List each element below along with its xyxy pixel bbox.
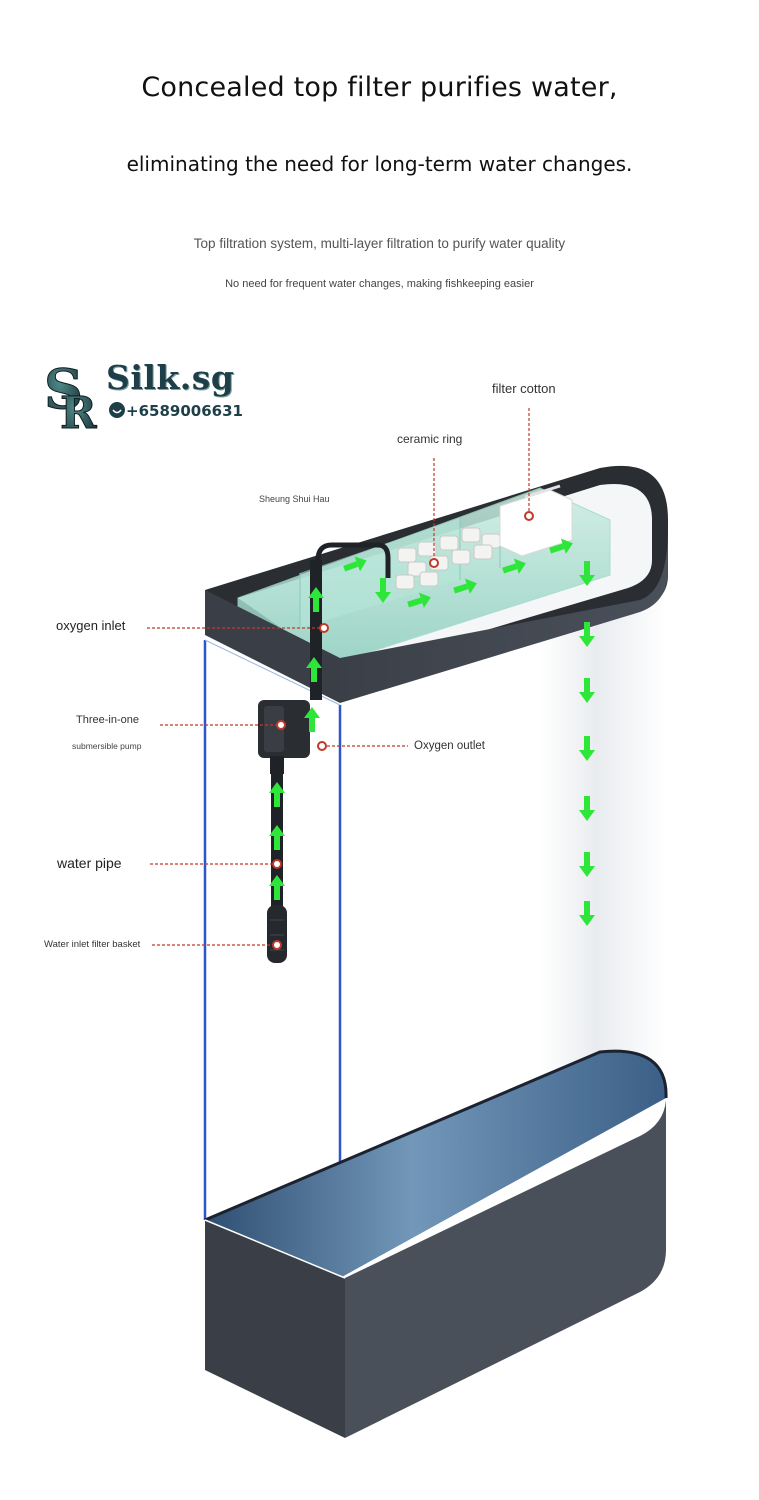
label-location: Sheung Shui Hau — [259, 494, 330, 504]
flow-arrow-right — [407, 592, 431, 608]
marker-ceramic-ring — [429, 558, 439, 568]
headline-title-line1: Concealed top filter purifies water, — [141, 72, 618, 103]
flow-arrow-down — [579, 736, 595, 761]
label-pump-line1: Three-in-one — [76, 714, 139, 726]
svg-text:S: S — [44, 357, 83, 421]
flow-arrow-up — [308, 587, 324, 612]
whatsapp-icon — [109, 402, 125, 418]
flow-arrow-down — [579, 622, 595, 647]
marker-oxygen-outlet — [317, 741, 327, 751]
marker-filter-basket — [272, 940, 282, 950]
headline-title-line2: eliminating the need for long-term water… — [126, 152, 633, 176]
flow-arrow-down — [579, 678, 595, 703]
flow-arrow-down — [579, 852, 595, 877]
flow-arrows — [269, 538, 595, 926]
flow-arrow-right — [502, 558, 526, 574]
base-water — [205, 1051, 667, 1278]
flow-arrow-down — [375, 578, 391, 603]
label-filter-cotton: filter cotton — [492, 381, 556, 396]
top-frame-front — [205, 590, 340, 703]
label-ceramic-ring: ceramic ring — [397, 432, 463, 446]
flow-arrow-up — [306, 657, 322, 682]
brand-name: Silk.sg — [106, 358, 235, 397]
flow-arrow-right — [343, 556, 367, 572]
flow-arrow-up — [269, 782, 285, 807]
flow-arrow-right — [549, 538, 573, 554]
brand-logo-icon: S R — [44, 357, 125, 440]
label-oxygen-outlet: Oxygen outlet — [414, 740, 485, 752]
flow-arrow-up — [269, 825, 285, 850]
label-pump-line2: submersible pump — [72, 741, 142, 751]
base-cabinet — [204, 1100, 666, 1438]
flow-arrow-down — [579, 901, 595, 926]
marker-filter-cotton — [524, 511, 534, 521]
svg-text:R: R — [60, 388, 97, 439]
label-oxygen-inlet: oxygen inlet — [56, 618, 126, 633]
brand-phone: +6589006631 — [126, 402, 243, 420]
curved-glass-side — [540, 560, 666, 1080]
ceramic-rings — [395, 527, 501, 590]
marker-oxygen-inlet — [319, 623, 329, 633]
subtitle-line1: Top filtration system, multi-layer filtr… — [193, 236, 566, 251]
leader-markers — [272, 511, 534, 950]
label-filter-basket: Water inlet filter basket — [44, 939, 141, 950]
flow-arrow-up — [304, 707, 320, 732]
flow-arrow-right — [453, 578, 477, 594]
leader-lines — [147, 408, 530, 946]
flow-arrow-down — [579, 561, 595, 586]
flow-arrow-down — [579, 796, 595, 821]
brand-block: Silk.sg +6589006631 — [44, 356, 243, 436]
filter-cotton-block — [499, 484, 573, 557]
subtitle-line2: No need for frequent water changes, maki… — [225, 278, 534, 290]
label-water-pipe: water pipe — [57, 855, 122, 871]
marker-water-pipe — [272, 859, 282, 869]
flow-arrow-up — [269, 875, 285, 900]
marker-pump — [276, 720, 286, 730]
